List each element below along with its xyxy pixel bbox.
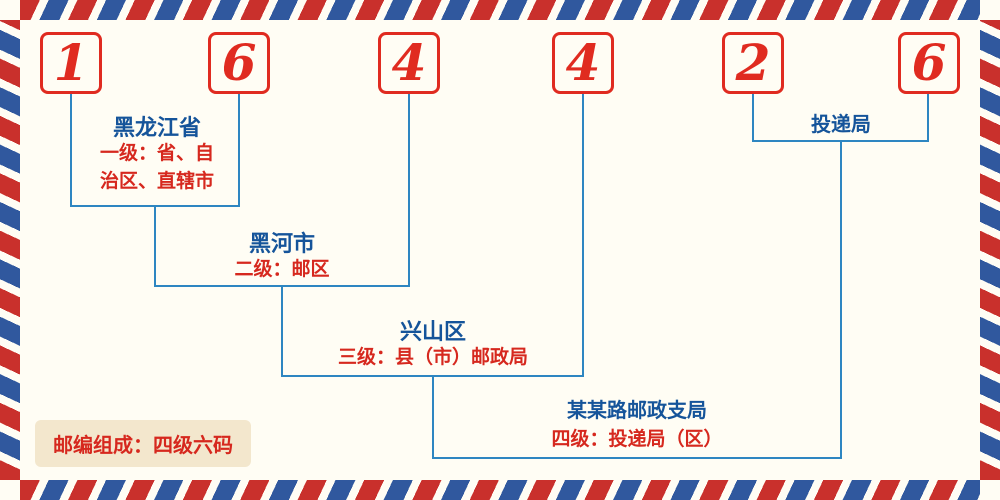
level4-name: 某某路邮政支局 xyxy=(567,400,707,422)
connector-line xyxy=(70,94,72,205)
digit-box-5: 2 xyxy=(722,32,784,94)
airmail-border-top xyxy=(20,0,980,20)
connector-line xyxy=(432,457,842,459)
level1-description: 一级：省、自 治区、直辖市 xyxy=(99,143,215,192)
digit-box-3: 4 xyxy=(378,32,440,94)
digit-4: 4 xyxy=(565,33,601,92)
airmail-border-bottom xyxy=(20,480,980,500)
digit-2: 6 xyxy=(221,33,257,92)
level1-name: 黑龙江省 xyxy=(112,115,202,140)
digit-box-2: 6 xyxy=(208,32,270,94)
level2-description: 二级：邮区 xyxy=(234,259,330,280)
digit-3: 4 xyxy=(391,33,427,92)
digit-5: 2 xyxy=(735,33,771,92)
connector-line xyxy=(582,94,584,375)
connector-line xyxy=(281,285,283,375)
connector-line xyxy=(752,94,754,140)
airmail-border-right xyxy=(980,20,1000,480)
connector-line xyxy=(432,375,434,457)
connector-line xyxy=(840,140,842,457)
connector-line xyxy=(238,94,240,205)
digit-box-6: 6 xyxy=(898,32,960,94)
level2-name: 黑河市 xyxy=(248,231,316,256)
digit-1: 1 xyxy=(53,33,89,92)
digit-6: 6 xyxy=(911,33,947,92)
postal-code-composition-badge: 邮编组成：四级六码 xyxy=(35,420,251,467)
connector-line xyxy=(408,94,410,285)
level3-name: 兴山区 xyxy=(399,319,467,344)
level4-description: 四级：投递局（区） xyxy=(551,429,723,450)
airmail-border-left xyxy=(0,20,20,480)
delivery-office-label: 投递局 xyxy=(811,114,871,136)
connector-line xyxy=(154,205,156,285)
level3-description: 三级：县（市）邮政局 xyxy=(337,347,529,368)
digit-box-1: 1 xyxy=(40,32,102,94)
digit-box-4: 4 xyxy=(552,32,614,94)
connector-line xyxy=(927,94,929,140)
